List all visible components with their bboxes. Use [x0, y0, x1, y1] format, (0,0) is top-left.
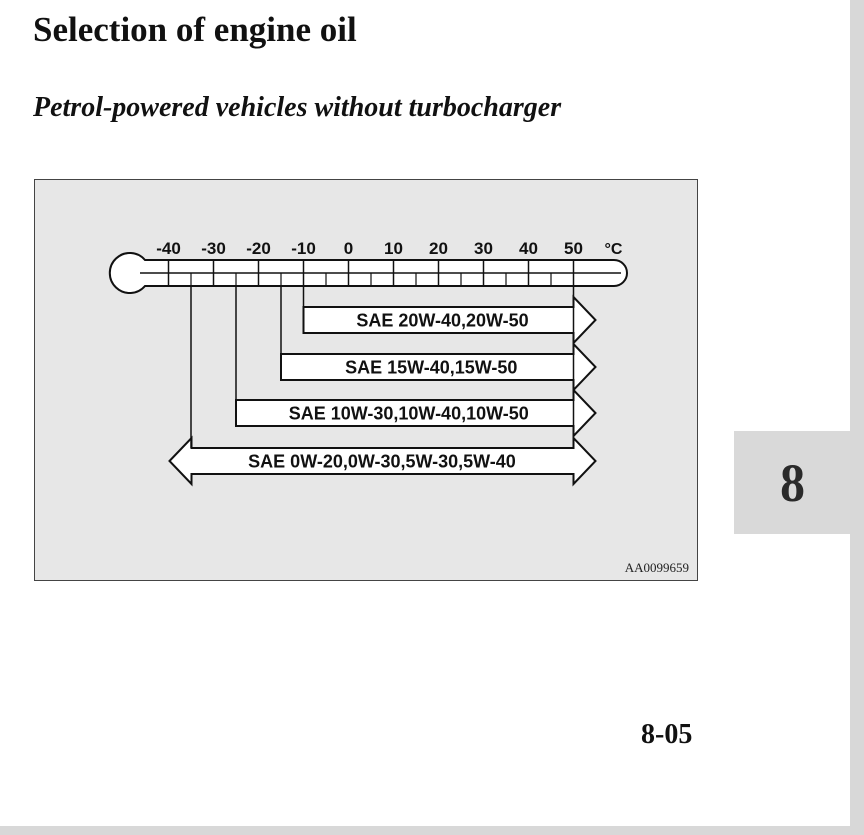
scale-label: -30 — [201, 239, 226, 258]
chapter-number: 8 — [779, 452, 805, 513]
scale-label: -10 — [291, 239, 316, 258]
page-number: 8-05 — [641, 719, 693, 750]
range-label: SAE 20W-40,20W-50 — [356, 311, 528, 331]
scale-label: 20 — [429, 239, 448, 258]
range-label: SAE 0W-20,0W-30,5W-30,5W-40 — [248, 452, 516, 472]
page-subtitle: Petrol-powered vehicles without turbocha… — [33, 92, 562, 123]
oil-viscosity-figure: -40 -30 -20 -10 0 10 20 30 40 50 °C SAE 20W-40,20W-… — [34, 179, 698, 581]
scale-label: 0 — [344, 239, 353, 258]
page-title: Selection of engine oil — [33, 10, 357, 49]
scale-label: 10 — [384, 239, 403, 258]
manual-page: Selection of engine oil Petrol-powered v… — [0, 0, 850, 826]
scale-label: 40 — [519, 239, 538, 258]
scale-unit: °C — [605, 241, 623, 258]
scale-label: 50 — [564, 239, 583, 258]
scale-label: 30 — [474, 239, 493, 258]
scale-label: -40 — [156, 239, 181, 258]
range-label: SAE 10W-30,10W-40,10W-50 — [289, 404, 529, 424]
chapter-tab: 8 — [734, 431, 850, 534]
figure-code: AA0099659 — [624, 560, 689, 575]
thermometer-diagram: -40 -30 -20 -10 0 10 20 30 40 50 °C SAE 20W-40,20W-… — [108, 239, 628, 487]
scale-label: -20 — [246, 239, 271, 258]
range-label: SAE 15W-40,15W-50 — [345, 358, 517, 378]
